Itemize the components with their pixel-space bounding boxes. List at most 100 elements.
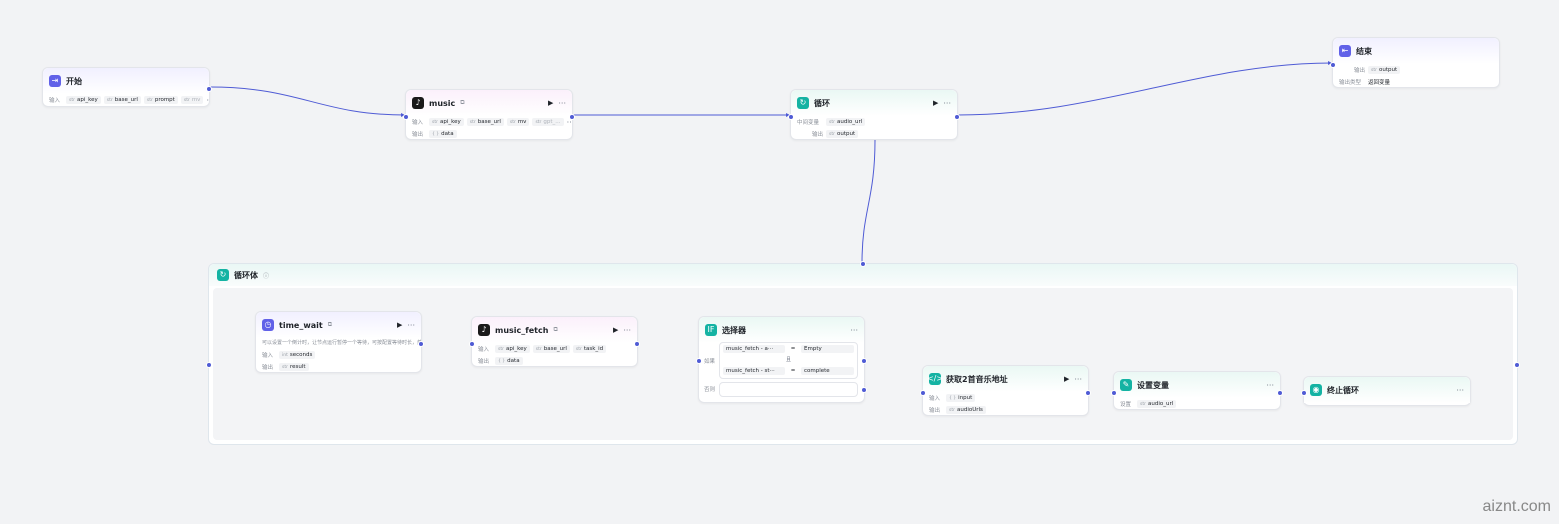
end-icon: ⇤ xyxy=(1339,45,1351,57)
output-port[interactable] xyxy=(418,341,424,347)
info-icon[interactable]: ⓘ xyxy=(263,272,270,280)
music-icon: ♪ xyxy=(478,324,490,336)
node-title: music_fetch xyxy=(495,325,549,335)
else-box[interactable] xyxy=(719,382,858,397)
loop-body-header: ↻ 循环体 ⓘ xyxy=(209,264,1517,286)
node-get-urls-header: </> 获取2首音乐地址 ▶ ··· xyxy=(923,366,1088,392)
node-title: 获取2首音乐地址 xyxy=(946,374,1008,384)
run-icon[interactable]: ▶ xyxy=(396,321,403,329)
output-port[interactable] xyxy=(1085,390,1091,396)
run-icon[interactable]: ▶ xyxy=(932,99,939,107)
input-port[interactable] xyxy=(696,358,702,364)
music-icon: ♪ xyxy=(412,97,424,109)
input-port[interactable] xyxy=(788,114,794,120)
more-icon[interactable]: ··· xyxy=(943,98,951,108)
condition-operator[interactable]: = xyxy=(790,345,796,352)
input-port[interactable] xyxy=(206,362,212,368)
node-title: time_wait xyxy=(279,320,323,330)
node-stop-loop-header: ◉ 终止循环 ··· xyxy=(1304,377,1470,403)
more-icon[interactable]: ··· xyxy=(623,325,631,335)
node-time-wait[interactable]: ◷ time_wait ⧉ ▶ ··· 可以设置一个倒计时，让节点运行暂停一个等… xyxy=(255,311,424,373)
and-label: 且 xyxy=(786,357,792,363)
output-port[interactable] xyxy=(634,341,640,347)
if-port[interactable] xyxy=(861,358,867,364)
else-port[interactable] xyxy=(861,387,867,393)
edge-start-music xyxy=(209,86,406,116)
run-icon[interactable]: ▶ xyxy=(1063,375,1070,383)
node-stop-loop[interactable]: ◉ 终止循环 ··· xyxy=(1301,376,1471,406)
input-label: 输入 xyxy=(412,120,424,126)
condition-operator[interactable]: = xyxy=(790,367,796,374)
more-icon[interactable]: ··· xyxy=(566,117,572,127)
condition-row[interactable]: music_fetch - a··· = Empty xyxy=(720,343,857,354)
loop-body-container[interactable]: ↻ 循环体 ⓘ xyxy=(206,261,1520,445)
set-label: 设置 xyxy=(1120,402,1132,408)
variable-icon: ✎ xyxy=(1120,379,1132,391)
input-port[interactable] xyxy=(920,390,926,396)
run-icon[interactable]: ▶ xyxy=(547,99,554,107)
more-icon[interactable]: ··· xyxy=(1266,380,1274,390)
return-value: 返回变量 xyxy=(1368,80,1391,86)
node-description: 可以设置一个倒计时，让节点运行暂停一个等待，可按配置等待时长，然后继续运行 xyxy=(262,340,421,346)
input-port[interactable] xyxy=(1301,390,1307,396)
output-port[interactable] xyxy=(1514,362,1520,368)
more-icon[interactable]: ··· xyxy=(558,98,566,108)
watermark: aiznt.com xyxy=(1482,498,1551,515)
run-icon[interactable]: ▶ xyxy=(612,326,619,334)
node-title: 设置变量 xyxy=(1137,380,1169,390)
node-selector[interactable]: IF 选择器 ··· 如果 music_fetch - a··· = Empty… xyxy=(696,316,867,403)
condition-field[interactable]: music_fetch - st··· xyxy=(723,366,785,375)
return-row: 输出类型 返回变量 xyxy=(1333,76,1499,88)
input-row: 输入 { }input xyxy=(923,392,1088,404)
condition-field[interactable]: music_fetch - a··· xyxy=(723,344,785,353)
top-port[interactable] xyxy=(860,261,866,267)
input-label: 输入 xyxy=(49,98,61,104)
if-label: 如果 xyxy=(704,359,716,365)
output-port[interactable] xyxy=(954,114,960,120)
version-icon: ⧉ xyxy=(553,326,558,333)
output-port[interactable] xyxy=(1277,390,1283,396)
more-icon[interactable]: ··· xyxy=(206,95,209,105)
condition-row[interactable]: music_fetch - st··· = complete xyxy=(720,365,857,376)
more-icon[interactable]: ··· xyxy=(850,325,858,335)
input-port[interactable] xyxy=(1330,62,1336,68)
param-tag: { }data xyxy=(495,357,523,365)
output-label: 输出 xyxy=(478,359,490,365)
input-port[interactable] xyxy=(403,114,409,120)
container-title: 循环体 xyxy=(234,270,258,280)
param-tag: { }data xyxy=(429,130,457,138)
input-port[interactable] xyxy=(469,341,475,347)
output-row: 输出 { }data xyxy=(406,128,572,140)
node-music-header: ♪ music ⧉ ▶ ··· xyxy=(406,90,572,116)
input-port[interactable] xyxy=(1111,390,1117,396)
more-icon[interactable]: ··· xyxy=(1074,374,1082,384)
more-icon[interactable]: ··· xyxy=(407,320,415,330)
condition-group[interactable]: music_fetch - a··· = Empty 且 music_fetch… xyxy=(719,342,858,379)
condition-value[interactable]: complete xyxy=(801,366,854,375)
node-title: 结束 xyxy=(1356,46,1372,56)
condition-value[interactable]: Empty xyxy=(801,344,854,353)
input-label: 输入 xyxy=(478,347,490,353)
more-icon[interactable]: ··· xyxy=(1456,385,1464,395)
output-port[interactable] xyxy=(206,86,212,92)
output-port[interactable] xyxy=(569,114,575,120)
